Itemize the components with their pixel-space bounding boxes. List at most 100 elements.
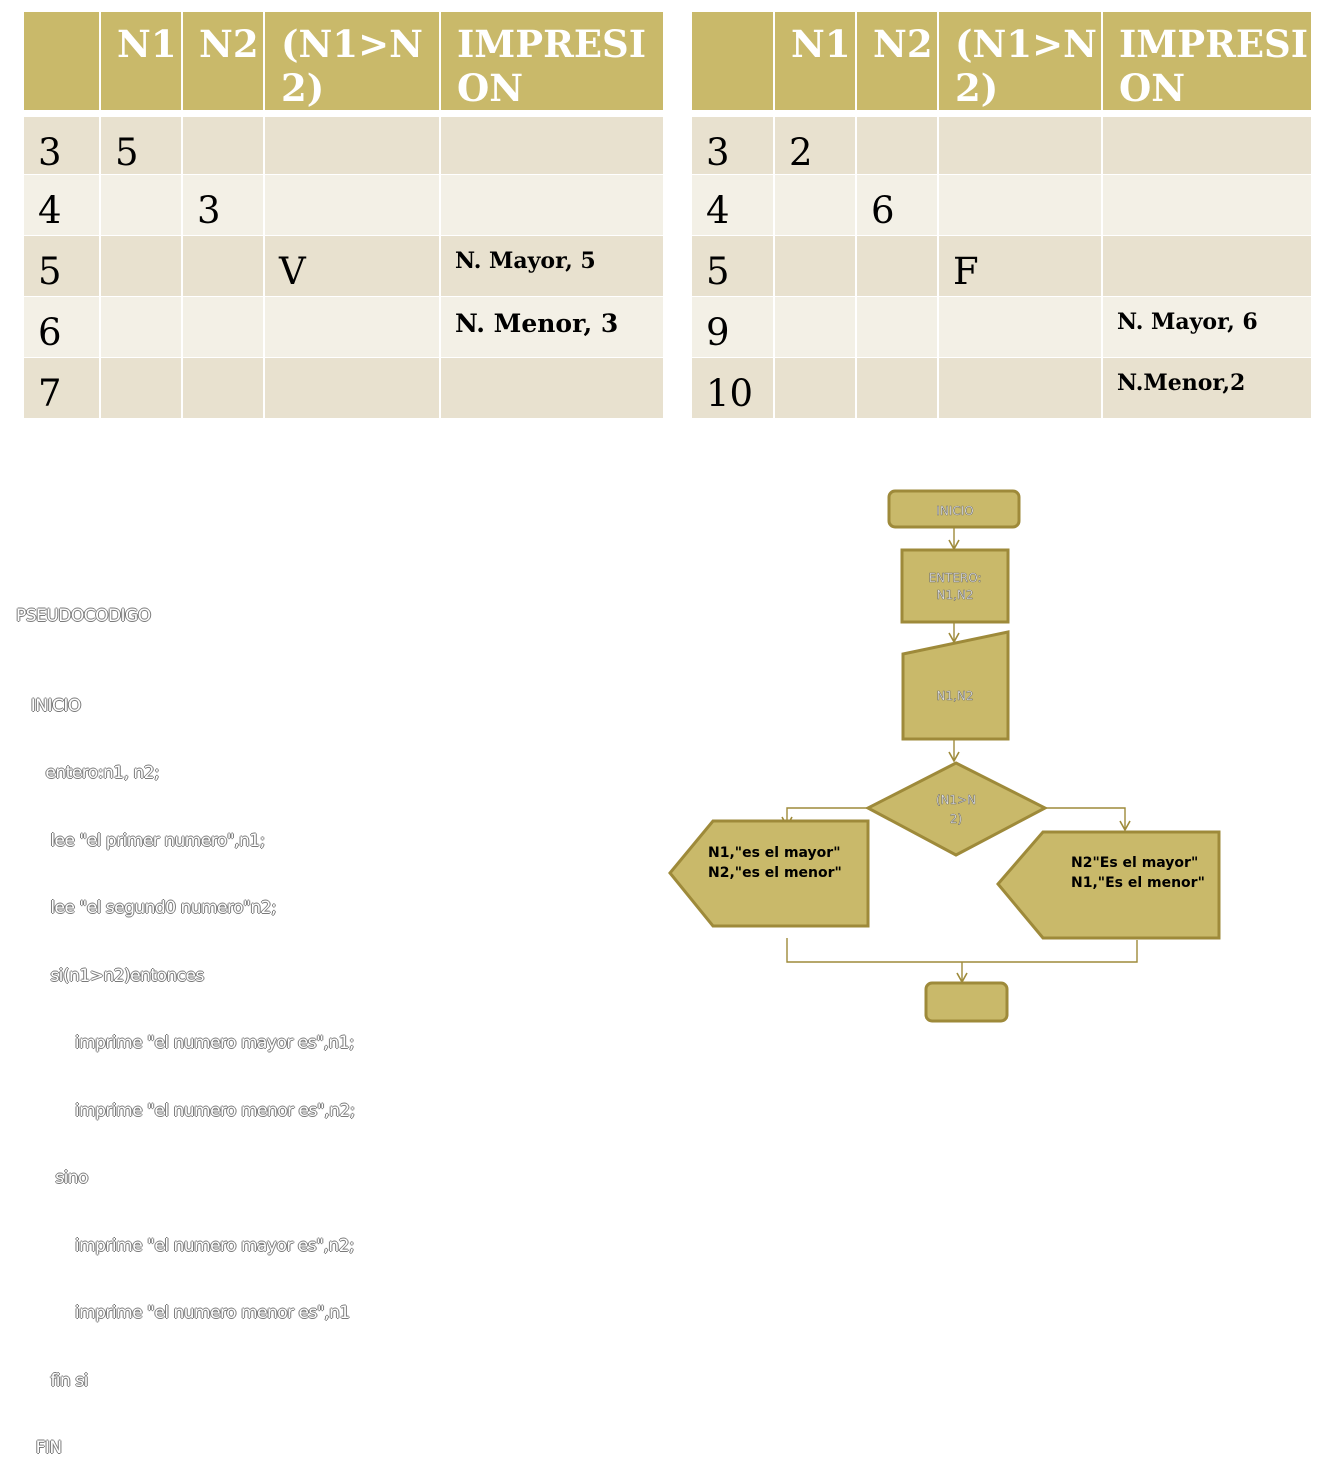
cell: 2 <box>774 113 857 175</box>
cell: 3 <box>24 113 101 175</box>
connector-arrow-true <box>1046 807 1131 832</box>
cell: N. Mayor, 6 <box>1102 296 1313 358</box>
cell <box>264 357 441 419</box>
output-left-line2: N2,"es el menor" <box>708 865 842 881</box>
cell <box>100 357 183 419</box>
cell: N.Menor,2 <box>1102 357 1313 419</box>
cell <box>182 296 265 358</box>
declare-process <box>900 548 1010 624</box>
pseudocode-line: imprime "el numero mayor es",n1; <box>16 1033 355 1053</box>
pseudocode-line: lee "el segund0 numero"n2; <box>16 898 277 918</box>
cell: 9 <box>692 296 775 358</box>
cell <box>774 174 857 236</box>
cell: N. Mayor, 5 <box>440 235 665 297</box>
pseudocode-line: entero:n1, n2; <box>16 763 160 783</box>
cell <box>264 113 441 175</box>
table-row: 10 N.Menor,2 <box>692 357 1313 419</box>
header-impresion: IMPRESION <box>1102 12 1313 117</box>
declare-label-line1: ENTERO: <box>928 571 981 585</box>
cell <box>264 296 441 358</box>
cell <box>774 235 857 297</box>
cell <box>182 235 265 297</box>
cell: 5 <box>24 235 101 297</box>
header-cell <box>692 12 775 117</box>
header-n2: N2 <box>856 12 939 117</box>
pseudocode-line: imprime "el numero menor es",n1 <box>16 1303 350 1323</box>
cell <box>856 235 939 297</box>
pseudocode-line: imprime "el numero mayor es",n2; <box>16 1235 355 1256</box>
decision-diamond <box>864 761 1049 857</box>
output-right-line2: N1,"Es el menor" <box>1071 875 1205 891</box>
table-row: 4 6 <box>692 174 1313 236</box>
header-n1: N1 <box>774 12 857 117</box>
declare-label-line2: N1,N2 <box>936 588 973 602</box>
cell: 6 <box>856 174 939 236</box>
decision-label-line1: (N1>N <box>936 793 976 807</box>
cell: 4 <box>24 174 101 236</box>
table-row: 5 F <box>692 235 1313 297</box>
header-n1: N1 <box>100 12 183 117</box>
cell <box>1102 235 1313 297</box>
pseudocode-line: si(n1>n2)entonces <box>16 965 204 986</box>
header-impresion: IMPRESION <box>440 12 665 117</box>
pseudocode-title: PSEUDOCODIGO <box>16 606 151 626</box>
cell: V <box>264 235 441 297</box>
cell <box>100 174 183 236</box>
cell <box>440 113 665 175</box>
header-cell <box>24 12 101 117</box>
output-right <box>996 830 1221 940</box>
cell: 6 <box>24 296 101 358</box>
cell <box>100 296 183 358</box>
cell <box>1102 113 1313 175</box>
table-row: 7 <box>24 357 665 419</box>
cell: 5 <box>692 235 775 297</box>
table-row: 5 V N. Mayor, 5 <box>24 235 665 297</box>
table-row: 9 N. Mayor, 6 <box>692 296 1313 358</box>
input-shape <box>901 630 1010 741</box>
cell <box>440 174 665 236</box>
cell <box>856 113 939 175</box>
table-row: 3 5 <box>24 113 665 175</box>
table-row: 4 3 <box>24 174 665 236</box>
input-label: N1,N2 <box>936 689 973 703</box>
pseudocode-line: INICIO <box>16 695 82 716</box>
flow-light-labels: INICIO ENTERO: N1,N2 N1,N2 (N1>N 2) <box>928 504 982 827</box>
trace-table-left: N1 N2 (N1>N2) IMPRESION 3 5 4 3 5 V N. M… <box>24 12 665 419</box>
cell: 10 <box>692 357 775 419</box>
trace-table-right: N1 N2 (N1>N2) IMPRESION 3 2 4 6 5 F 9 N.… <box>692 12 1313 419</box>
cell <box>264 174 441 236</box>
cell <box>1102 174 1313 236</box>
cell <box>938 296 1103 358</box>
cell <box>774 296 857 358</box>
cell <box>938 113 1103 175</box>
start-label: INICIO <box>936 504 973 518</box>
cell <box>440 357 665 419</box>
flow-output-labels: N1,"es el mayor" N2,"es el menor" N2"Es … <box>708 845 1205 891</box>
cell <box>856 296 939 358</box>
cell: 7 <box>24 357 101 419</box>
table-row: 3 2 <box>692 113 1313 175</box>
table-row: 6 N. Menor, 3 <box>24 296 665 358</box>
output-right-line1: N2"Es el mayor" <box>1071 855 1198 871</box>
decision-label-line2: 2) <box>950 812 962 826</box>
output-left <box>668 819 870 928</box>
start-terminal <box>887 489 1021 529</box>
cell <box>938 174 1103 236</box>
pseudocode-line: imprime "el numero menor es",n2; <box>16 1100 356 1121</box>
cell <box>774 357 857 419</box>
cell: 4 <box>692 174 775 236</box>
flow-shapes <box>668 489 1221 1023</box>
cell: 5 <box>100 113 183 175</box>
cell <box>856 357 939 419</box>
output-left-line1: N1,"es el mayor" <box>708 845 841 861</box>
connector-merge <box>786 938 1138 963</box>
cell <box>938 357 1103 419</box>
cell: 3 <box>182 174 265 236</box>
pseudocode-line: lee "el primer numero",n1; <box>16 830 265 851</box>
end-terminal <box>924 981 1009 1023</box>
cell: N. Menor, 3 <box>440 296 665 358</box>
cell <box>182 357 265 419</box>
header-n2: N2 <box>182 12 265 117</box>
flowchart: INICIO ENTERO: N1,N2 N1,N2 (N1>N 2) N1,"… <box>668 489 1221 1023</box>
cell: F <box>938 235 1103 297</box>
